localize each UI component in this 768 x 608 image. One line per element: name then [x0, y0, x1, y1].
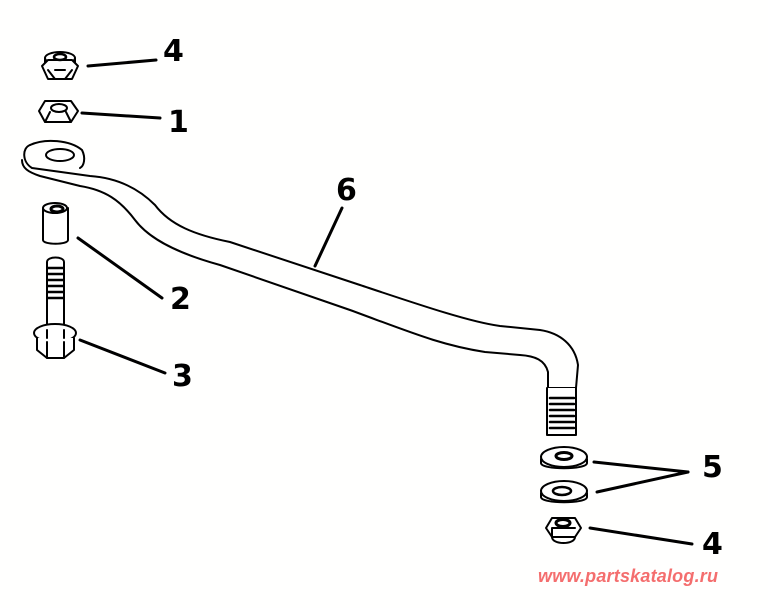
spacer-sleeve-drawing [42, 202, 69, 245]
callout-1: 1 [168, 105, 189, 140]
link-rod-drawing [21, 139, 579, 436]
callout-2: 2 [170, 282, 191, 317]
lock-nut-top-drawing [41, 51, 79, 80]
hex-nut-drawing [38, 100, 79, 123]
washer-bottom-drawing [540, 480, 588, 504]
callout-4-bottom: 4 [702, 527, 723, 562]
flange-bolt-drawing [33, 256, 77, 359]
callout-3: 3 [172, 359, 193, 394]
callout-4-top: 4 [163, 34, 184, 69]
washer-top-drawing [540, 446, 588, 470]
watermark-link: www.partskatalog.ru [538, 566, 719, 586]
callout-5: 5 [702, 450, 723, 485]
callout-6: 6 [336, 173, 357, 208]
lock-nut-bottom-drawing [545, 517, 582, 544]
